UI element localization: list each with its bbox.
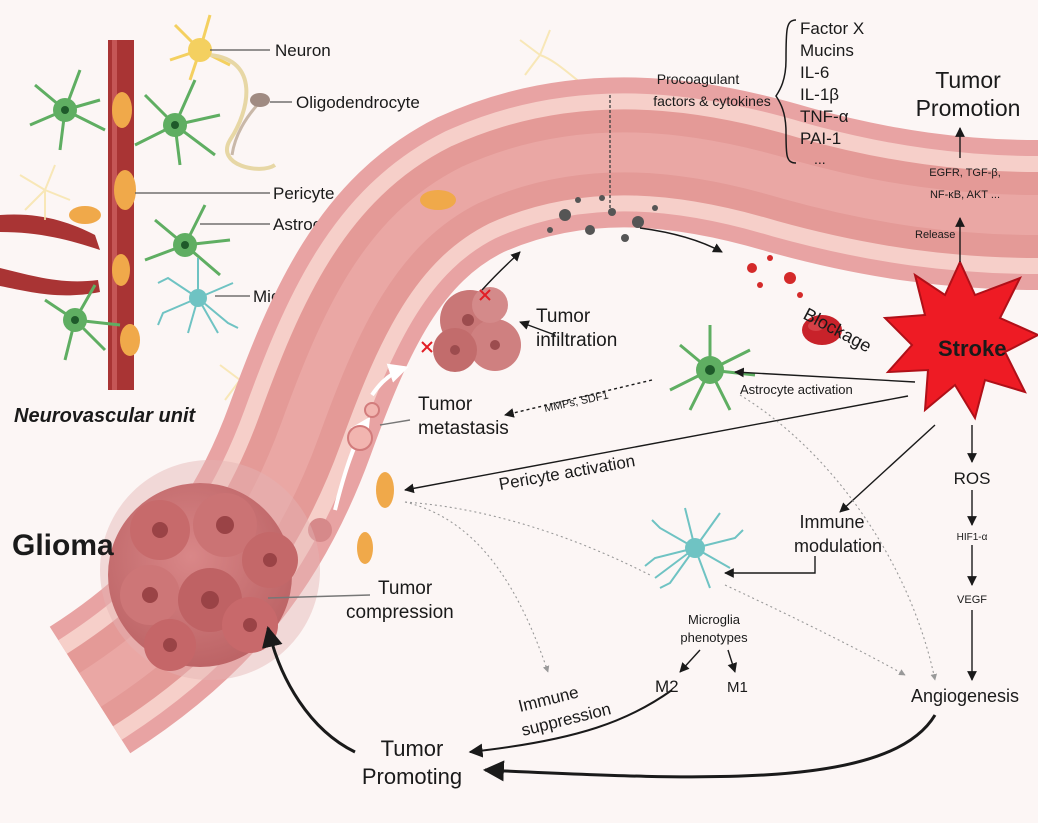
pericyte-activation-label: Pericyte activation [497,451,636,494]
factors-brace [775,19,797,164]
microglia-phenotypes-line-2: phenotypes [680,630,748,645]
arrows [267,95,977,681]
m1-label: M1 [727,679,748,696]
release-label: Release [915,229,955,241]
metastasis-cells [347,402,380,451]
vessel-pericytes [357,190,456,564]
stroke-burst [882,259,1038,421]
compression-line-2: compression [346,602,454,623]
astrocyte-activation-label: Astrocyte activation [740,382,853,397]
immune-modulation-line-2: modulation [794,536,882,556]
nvu-neuron [169,14,277,171]
factor-item: IL-1β [800,85,839,104]
signals-line-1: EGFR, TGF-β, [929,167,1001,179]
infiltration-line-2: infiltration [536,330,617,351]
nvu-microglia [157,258,239,334]
arrow-m2-to-tumor-promoting [468,689,673,758]
bold-arrows [262,625,937,782]
factor-item: ... [814,151,826,167]
factor-item: Factor X [800,19,864,38]
mmps-label: MMPs, SDF1 [543,390,609,415]
factor-item: Mucins [800,41,854,60]
factor-item: TNF-α [800,107,849,126]
arrow-tumor-infiltration [519,320,556,336]
metastasis-line-1: Tumor [418,394,473,415]
label-neuron: Neuron [275,41,331,60]
tumor-promoting-line-1: Tumor [381,736,444,761]
vessel-breach-marks [421,289,491,353]
metastasis-leader [379,419,411,426]
stroke-label: Stroke [938,336,1006,361]
compression-leader [267,594,371,599]
dotted-arrows [404,394,938,681]
procoagulant-line-1: Procoagulant [657,71,740,87]
arrow-procoagulant-flow [639,227,723,253]
nvu-vessel-branch-lower [0,268,100,296]
m2-label: M2 [655,677,679,696]
label-pericyte: Pericyte [273,184,334,203]
tumor-promotion-line-1: Tumor [935,67,1001,93]
arrow-to-m1 [727,649,737,673]
ros-label: ROS [954,469,991,488]
immune-modulation-line-1: Immune [799,512,864,532]
glioma-label: Glioma [12,529,114,562]
arrow-to-immune-modulation [839,424,936,513]
arrow-astrocyte-activation [734,367,916,383]
label-oligodendrocyte: Oligodendrocyte [296,93,420,112]
arrow-mmps-sdf1 [504,379,653,418]
infiltration-line-1: Tumor [536,306,591,327]
nvu-leader-lines [135,49,292,297]
nvu-oligodendrocyte [230,93,270,156]
metastasis-line-2: metastasis [418,418,509,439]
infiltrating-tumor [433,287,521,372]
platelets [747,255,803,298]
tumor-promoting-line-2: Promoting [362,764,462,789]
labels: Procoagulant factors & cytokines Factor … [346,19,1020,789]
microglia-phenotypes-line-1: Microglia [688,612,741,627]
arrow-to-microglia [724,556,816,578]
nvu-vessel-branch [0,214,100,250]
signals-line-2: NF-κB, AKT ... [930,189,1000,201]
arrow-infiltration-up [481,251,521,291]
compression-line-1: Tumor [378,578,433,599]
angiogenesis-label: Angiogenesis [911,686,1019,706]
factor-item: IL-6 [800,63,829,82]
nvu-pericytes [69,92,140,356]
glioma-mass [100,460,320,680]
nvu-title: Neurovascular unit [14,405,197,427]
tumor-promotion-line-2: Promotion [916,95,1021,121]
arrow-to-m2 [679,649,701,673]
microglia-cell [644,507,744,589]
factor-item: PAI-1 [800,129,841,148]
procoagulant-line-2: factors & cytokines [653,93,771,109]
hif-label: HIF1-α [957,532,988,543]
arrow-pericyte-activation [404,395,909,494]
vegf-label: VEGF [957,594,987,606]
procoagulant-particles [547,195,658,242]
